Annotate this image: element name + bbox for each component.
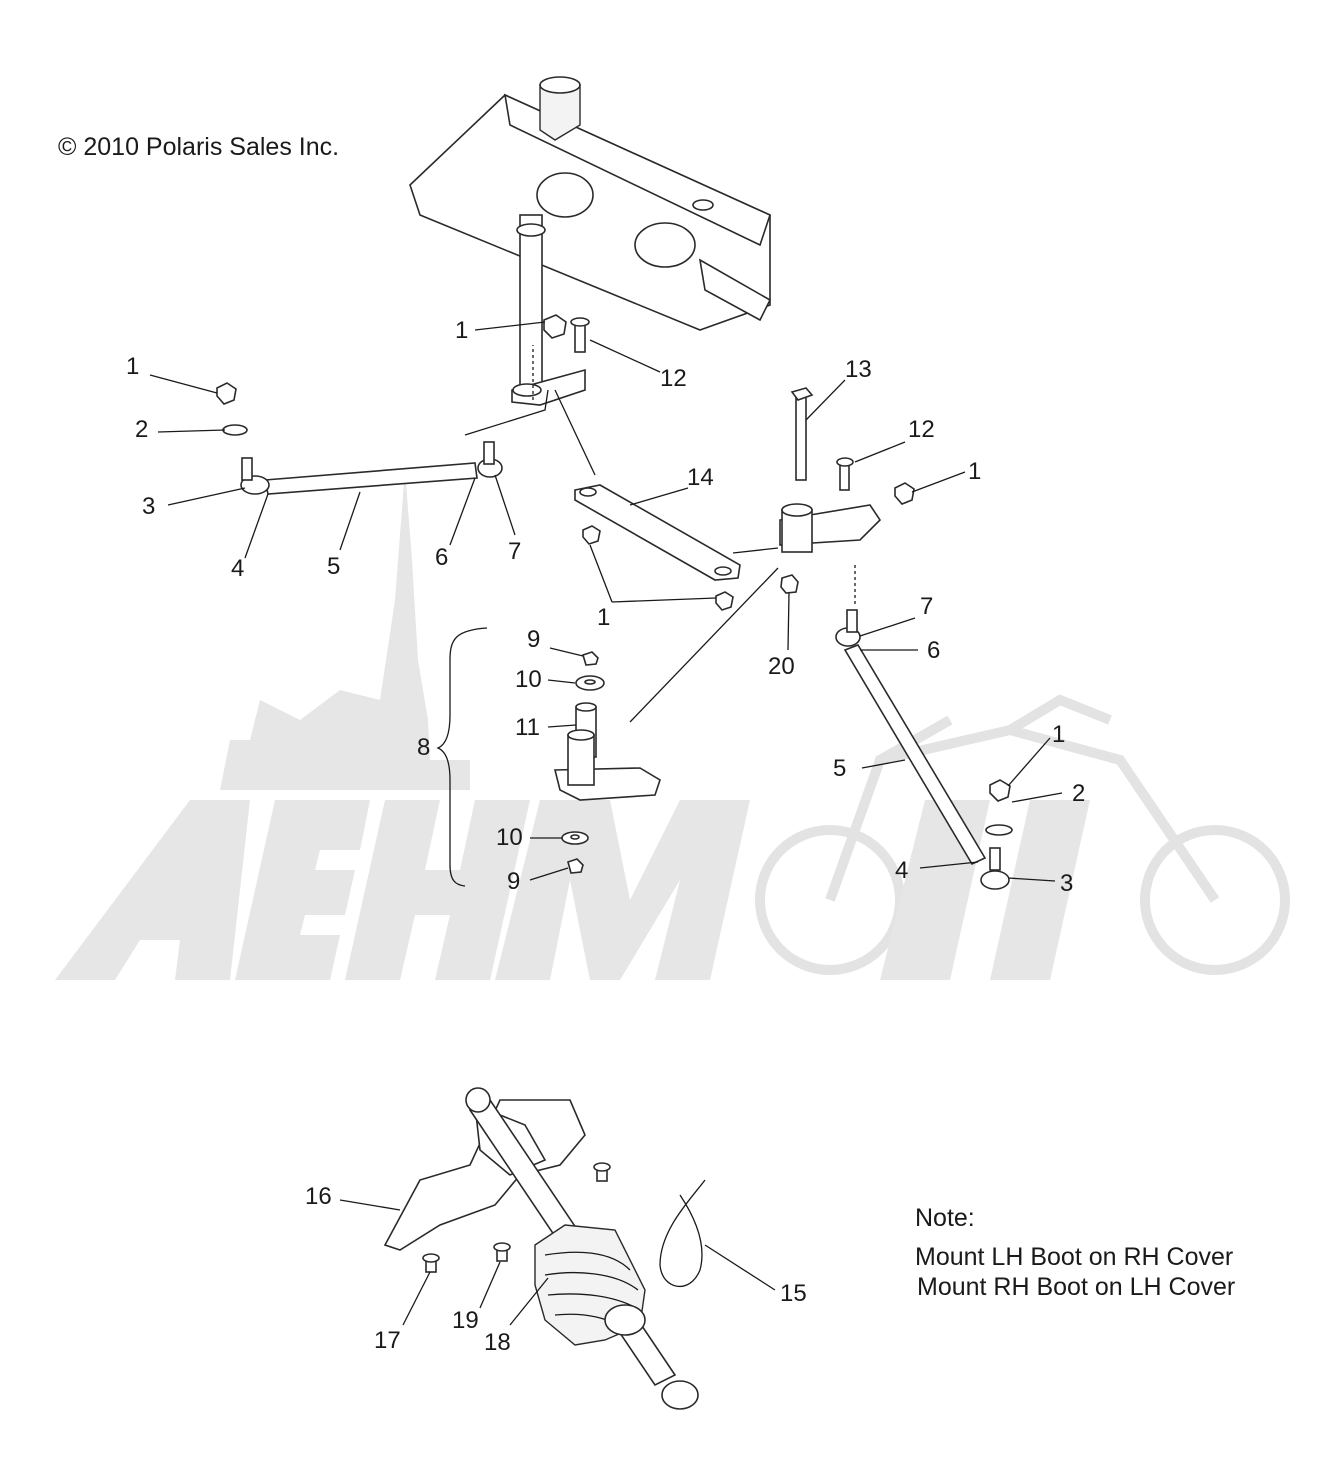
callout-2: 2 [1072, 780, 1085, 807]
callout-7: 7 [508, 538, 521, 565]
watermark-graphic [55, 470, 1290, 980]
steering-post [516, 214, 546, 386]
callout-10: 10 [515, 666, 542, 693]
callout-3: 3 [1060, 870, 1073, 897]
nut-20 [780, 574, 799, 594]
kit-brace [436, 627, 488, 887]
callout-18: 18 [484, 1329, 511, 1356]
idler-kit-parts [553, 651, 661, 874]
callout-8: 8 [417, 734, 430, 761]
note-line-1: Mount LH Boot on RH Cover [915, 1243, 1233, 1271]
washer-2b [985, 824, 1013, 836]
callout-11: 11 [515, 714, 540, 741]
callout-6: 6 [435, 544, 448, 571]
screw-upper [593, 1162, 611, 1182]
washer-2a [222, 424, 248, 436]
callout-20: 20 [768, 653, 795, 680]
callout-1: 1 [968, 458, 981, 485]
bolt-13 [790, 387, 814, 481]
callout-9: 9 [507, 868, 520, 895]
hex-nut-1c [894, 482, 915, 505]
watermark-letters [55, 800, 750, 980]
hex-nut-1d [582, 525, 734, 611]
note-heading: Note: [915, 1204, 975, 1232]
callout-14: 14 [687, 464, 714, 491]
callout-4: 4 [231, 555, 244, 582]
callout-1: 1 [455, 317, 468, 344]
hex-nut-1b [216, 382, 237, 405]
callout-1: 1 [597, 604, 610, 631]
tie-rod-left [240, 441, 503, 495]
hex-nut-1e [989, 779, 1011, 802]
boot-18 [534, 1224, 646, 1346]
callout-5: 5 [833, 755, 846, 782]
callout-5: 5 [327, 553, 340, 580]
callout-9: 9 [527, 626, 540, 653]
callout-1: 1 [1052, 721, 1065, 748]
tie-rod-right [835, 609, 1010, 890]
callout-6: 6 [927, 637, 940, 664]
watermark-wheel-rear [1140, 825, 1290, 975]
pitman-arm [511, 368, 586, 406]
bolt-12b [836, 457, 854, 491]
copyright-text: © 2010 Polaris Sales Inc. [58, 133, 339, 161]
watermark-spire [220, 470, 470, 790]
watermark-letters-rear [880, 800, 1090, 980]
callout-3: 3 [142, 493, 155, 520]
note-line-2: Mount RH Boot on LH Cover [917, 1273, 1235, 1301]
callout-13: 13 [845, 356, 872, 383]
assembly-lines [464, 345, 856, 723]
callout-1: 1 [126, 353, 139, 380]
callout-19: 19 [452, 1307, 479, 1334]
callout-4: 4 [895, 857, 908, 884]
callout-15: 15 [780, 1280, 807, 1307]
screw-17 [422, 1253, 440, 1273]
cable-tie-15 [659, 1179, 706, 1288]
callout-17: 17 [374, 1327, 401, 1354]
callout-leaders [149, 321, 1063, 1326]
callout-7: 7 [920, 593, 933, 620]
hex-nut-1a [543, 314, 567, 339]
relay-rod [574, 484, 741, 581]
callout-12: 12 [908, 416, 935, 443]
callout-10: 10 [496, 824, 523, 851]
bolt-12a [570, 317, 590, 353]
callout-2: 2 [135, 416, 148, 443]
steering-support-frame [409, 76, 772, 331]
screw-19 [493, 1242, 511, 1262]
callout-16: 16 [305, 1183, 332, 1210]
callout-12: 12 [660, 365, 687, 392]
idler-arm-right [779, 503, 882, 553]
